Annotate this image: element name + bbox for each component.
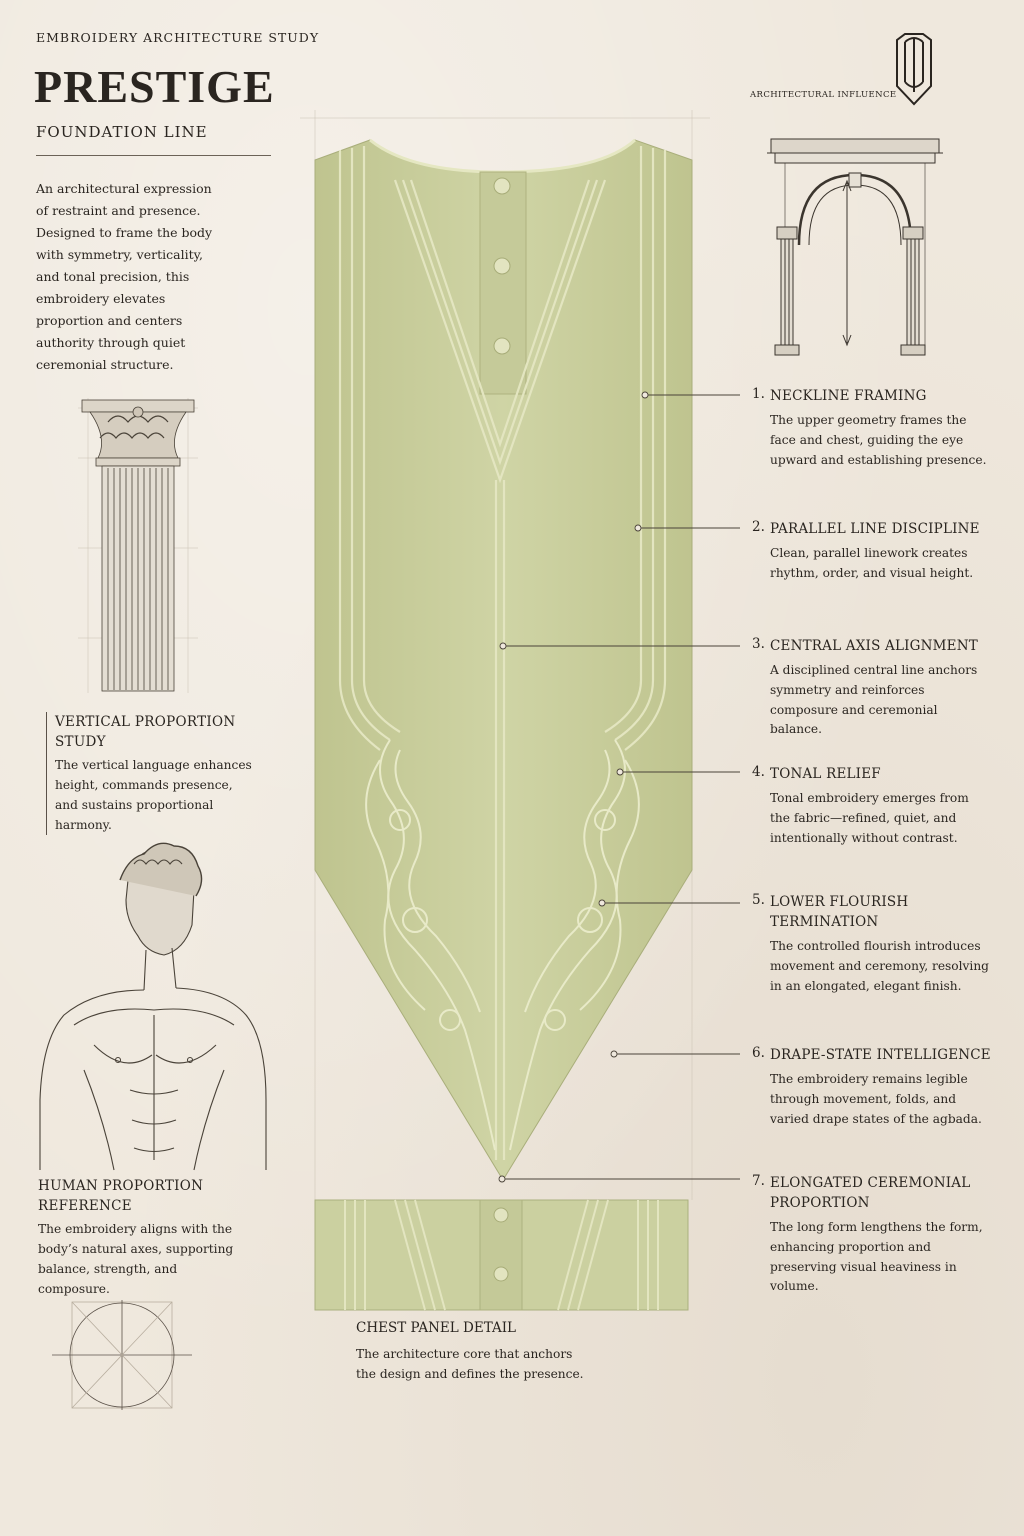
- proportion-circle-icon: [52, 1300, 192, 1410]
- callout-drape-state-intelligence: 6. DRAPE-STATE INTELLIGENCE The embroide…: [752, 1045, 992, 1129]
- callout-heading: TONAL RELIEF: [770, 766, 881, 782]
- vertical-study-body: The vertical language enhances height, c…: [55, 758, 252, 832]
- kicker-text: EMBROIDERY ARCHITECTURE STUDY: [36, 30, 320, 45]
- callout-parallel-line-discipline: 2. PARALLEL LINE DISCIPLINE Clean, paral…: [752, 519, 992, 584]
- vertical-study-heading: VERTICAL PROPORTION STUDY: [55, 714, 236, 750]
- callout-body: The long form lengthens the form, enhanc…: [770, 1220, 983, 1294]
- human-proportion-reference: HUMAN PROPORTION REFERENCE The embroider…: [38, 1176, 248, 1299]
- vertical-proportion-study: VERTICAL PROPORTION STUDY The vertical l…: [46, 712, 255, 835]
- callout-neckline-framing: 1. NECKLINE FRAMING The upper geometry f…: [752, 386, 992, 470]
- callout-number: 6.: [752, 1045, 765, 1061]
- architectural-influence-label: ARCHITECTURAL INFLUENCE: [750, 90, 897, 100]
- callout-number: 4.: [752, 764, 765, 780]
- callout-body: A disciplined central line anchors symme…: [770, 663, 978, 737]
- callout-body: The embroidery remains legible through m…: [770, 1072, 982, 1126]
- callout-heading: ELONGATED CEREMONIAL PROPORTION: [770, 1175, 971, 1211]
- callout-heading: DRAPE-STATE INTELLIGENCE: [770, 1047, 991, 1063]
- chest-panel-detail-illustration: [314, 1199, 689, 1311]
- embroidery-panel-illustration: [300, 110, 710, 1200]
- callout-tonal-relief: 4. TONAL RELIEF Tonal embroidery emerges…: [752, 764, 992, 848]
- human-bust-sketch-icon: [39, 842, 267, 1171]
- callout-elongated-ceremonial-proportion: 7. ELONGATED CEREMONIAL PROPORTION The l…: [752, 1173, 992, 1297]
- chest-panel-heading: CHEST PANEL DETAIL: [356, 1320, 517, 1336]
- human-reference-body: The embroidery aligns with the body’s na…: [38, 1222, 234, 1296]
- callout-heading: PARALLEL LINE DISCIPLINE: [770, 521, 980, 537]
- arch-sketch-icon: [767, 138, 943, 356]
- callout-central-axis-alignment: 3. CENTRAL AXIS ALIGNMENT A disciplined …: [752, 636, 992, 740]
- monogram-logo-icon: [896, 33, 932, 106]
- callout-body: The controlled flourish introduces movem…: [770, 939, 989, 993]
- page-subtitle: FOUNDATION LINE: [36, 123, 208, 141]
- intro-paragraph: An architectural expression of restraint…: [36, 181, 213, 372]
- callout-body: Clean, parallel linework creates rhythm,…: [770, 546, 974, 580]
- callout-number: 5.: [752, 892, 765, 908]
- callout-body: Tonal embroidery emerges from the fabric…: [770, 791, 969, 845]
- corinthian-column-icon: [78, 398, 198, 693]
- callout-heading: LOWER FLOURISH TERMINATION: [770, 894, 909, 930]
- callout-lower-flourish-termination: 5. LOWER FLOURISH TERMINATION The contro…: [752, 892, 992, 996]
- human-reference-heading: HUMAN PROPORTION REFERENCE: [38, 1178, 204, 1214]
- page-title: PRESTIGE: [34, 61, 275, 112]
- chest-panel-body: The architecture core that anchors the d…: [356, 1347, 584, 1381]
- callout-heading: NECKLINE FRAMING: [770, 388, 927, 404]
- title-divider: [36, 155, 271, 156]
- callout-number: 7.: [752, 1173, 765, 1189]
- callout-number: 1.: [752, 386, 765, 402]
- callout-number: 2.: [752, 519, 765, 535]
- callout-body: The upper geometry frames the face and c…: [770, 413, 987, 467]
- callout-number: 3.: [752, 636, 765, 652]
- callout-heading: CENTRAL AXIS ALIGNMENT: [770, 638, 978, 654]
